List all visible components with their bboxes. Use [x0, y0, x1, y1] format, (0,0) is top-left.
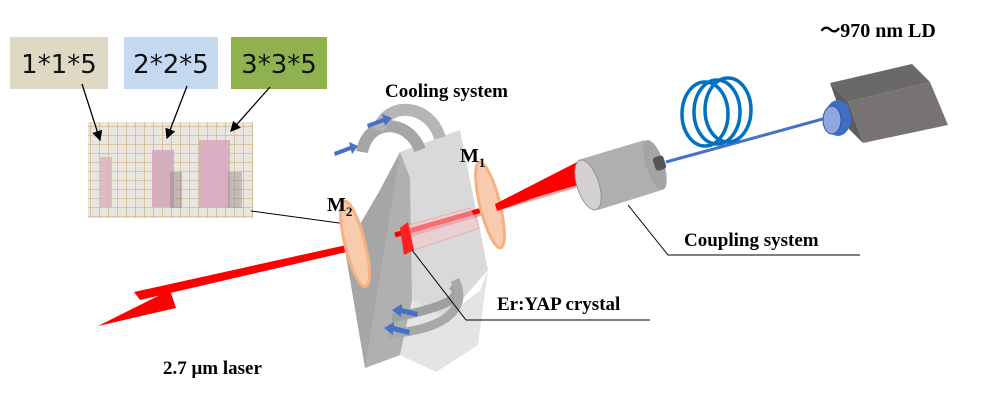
output-arrowhead: [98, 290, 176, 326]
size-label-2: 2*2*5: [124, 37, 218, 89]
flow-arrow-out-1: [392, 304, 418, 317]
size-label-1: 1*1*5: [10, 37, 108, 89]
coupling-leader-line: [627, 204, 860, 256]
size-label-2-text: 2*2*5: [133, 50, 209, 80]
er-yap-crystal: [400, 207, 481, 255]
size-label-1-text: 1*1*5: [21, 50, 97, 80]
size-label-3-text: 3*3*5: [241, 50, 317, 80]
coolant-flow-arrows: [334, 114, 418, 335]
m2-label: M2: [327, 194, 352, 219]
laser-diode: [822, 64, 948, 143]
pointer-arrow-3: [230, 86, 271, 132]
ld-label: ～970 nm LD: [820, 20, 936, 42]
crystal-photo: [88, 122, 253, 218]
crystal-leader-line: [411, 249, 650, 321]
fiber-line: [665, 115, 831, 164]
fiber-coil: [680, 76, 753, 148]
flow-arrow-in-1: [334, 142, 358, 156]
mirror-m2: [339, 199, 371, 289]
flow-arrow-in-2: [367, 114, 392, 128]
flow-arrow-out-2: [384, 322, 410, 335]
crystal-sample-2: [152, 150, 174, 207]
m1-label: M1: [460, 145, 485, 170]
fiber-connector: [652, 155, 667, 171]
crystal-label: Er:YAP crystal: [497, 294, 620, 315]
size-label-3: 3*3*5: [231, 37, 327, 89]
crystal-sample-1: [100, 157, 112, 207]
pump-beam: [495, 158, 590, 211]
cooling-pipe-top-1: [356, 120, 426, 154]
coupling-system-label: Coupling system: [684, 230, 819, 251]
output-beam: [134, 232, 407, 300]
coupling-system: [574, 140, 667, 211]
pointer-arrow-1: [81, 83, 103, 142]
crystal-sample-3: [199, 140, 230, 208]
cooling-system-label: Cooling system: [385, 81, 508, 102]
pointer-arrow-2: [165, 85, 188, 140]
output-laser-label: 2.7 μm laser: [163, 358, 262, 379]
